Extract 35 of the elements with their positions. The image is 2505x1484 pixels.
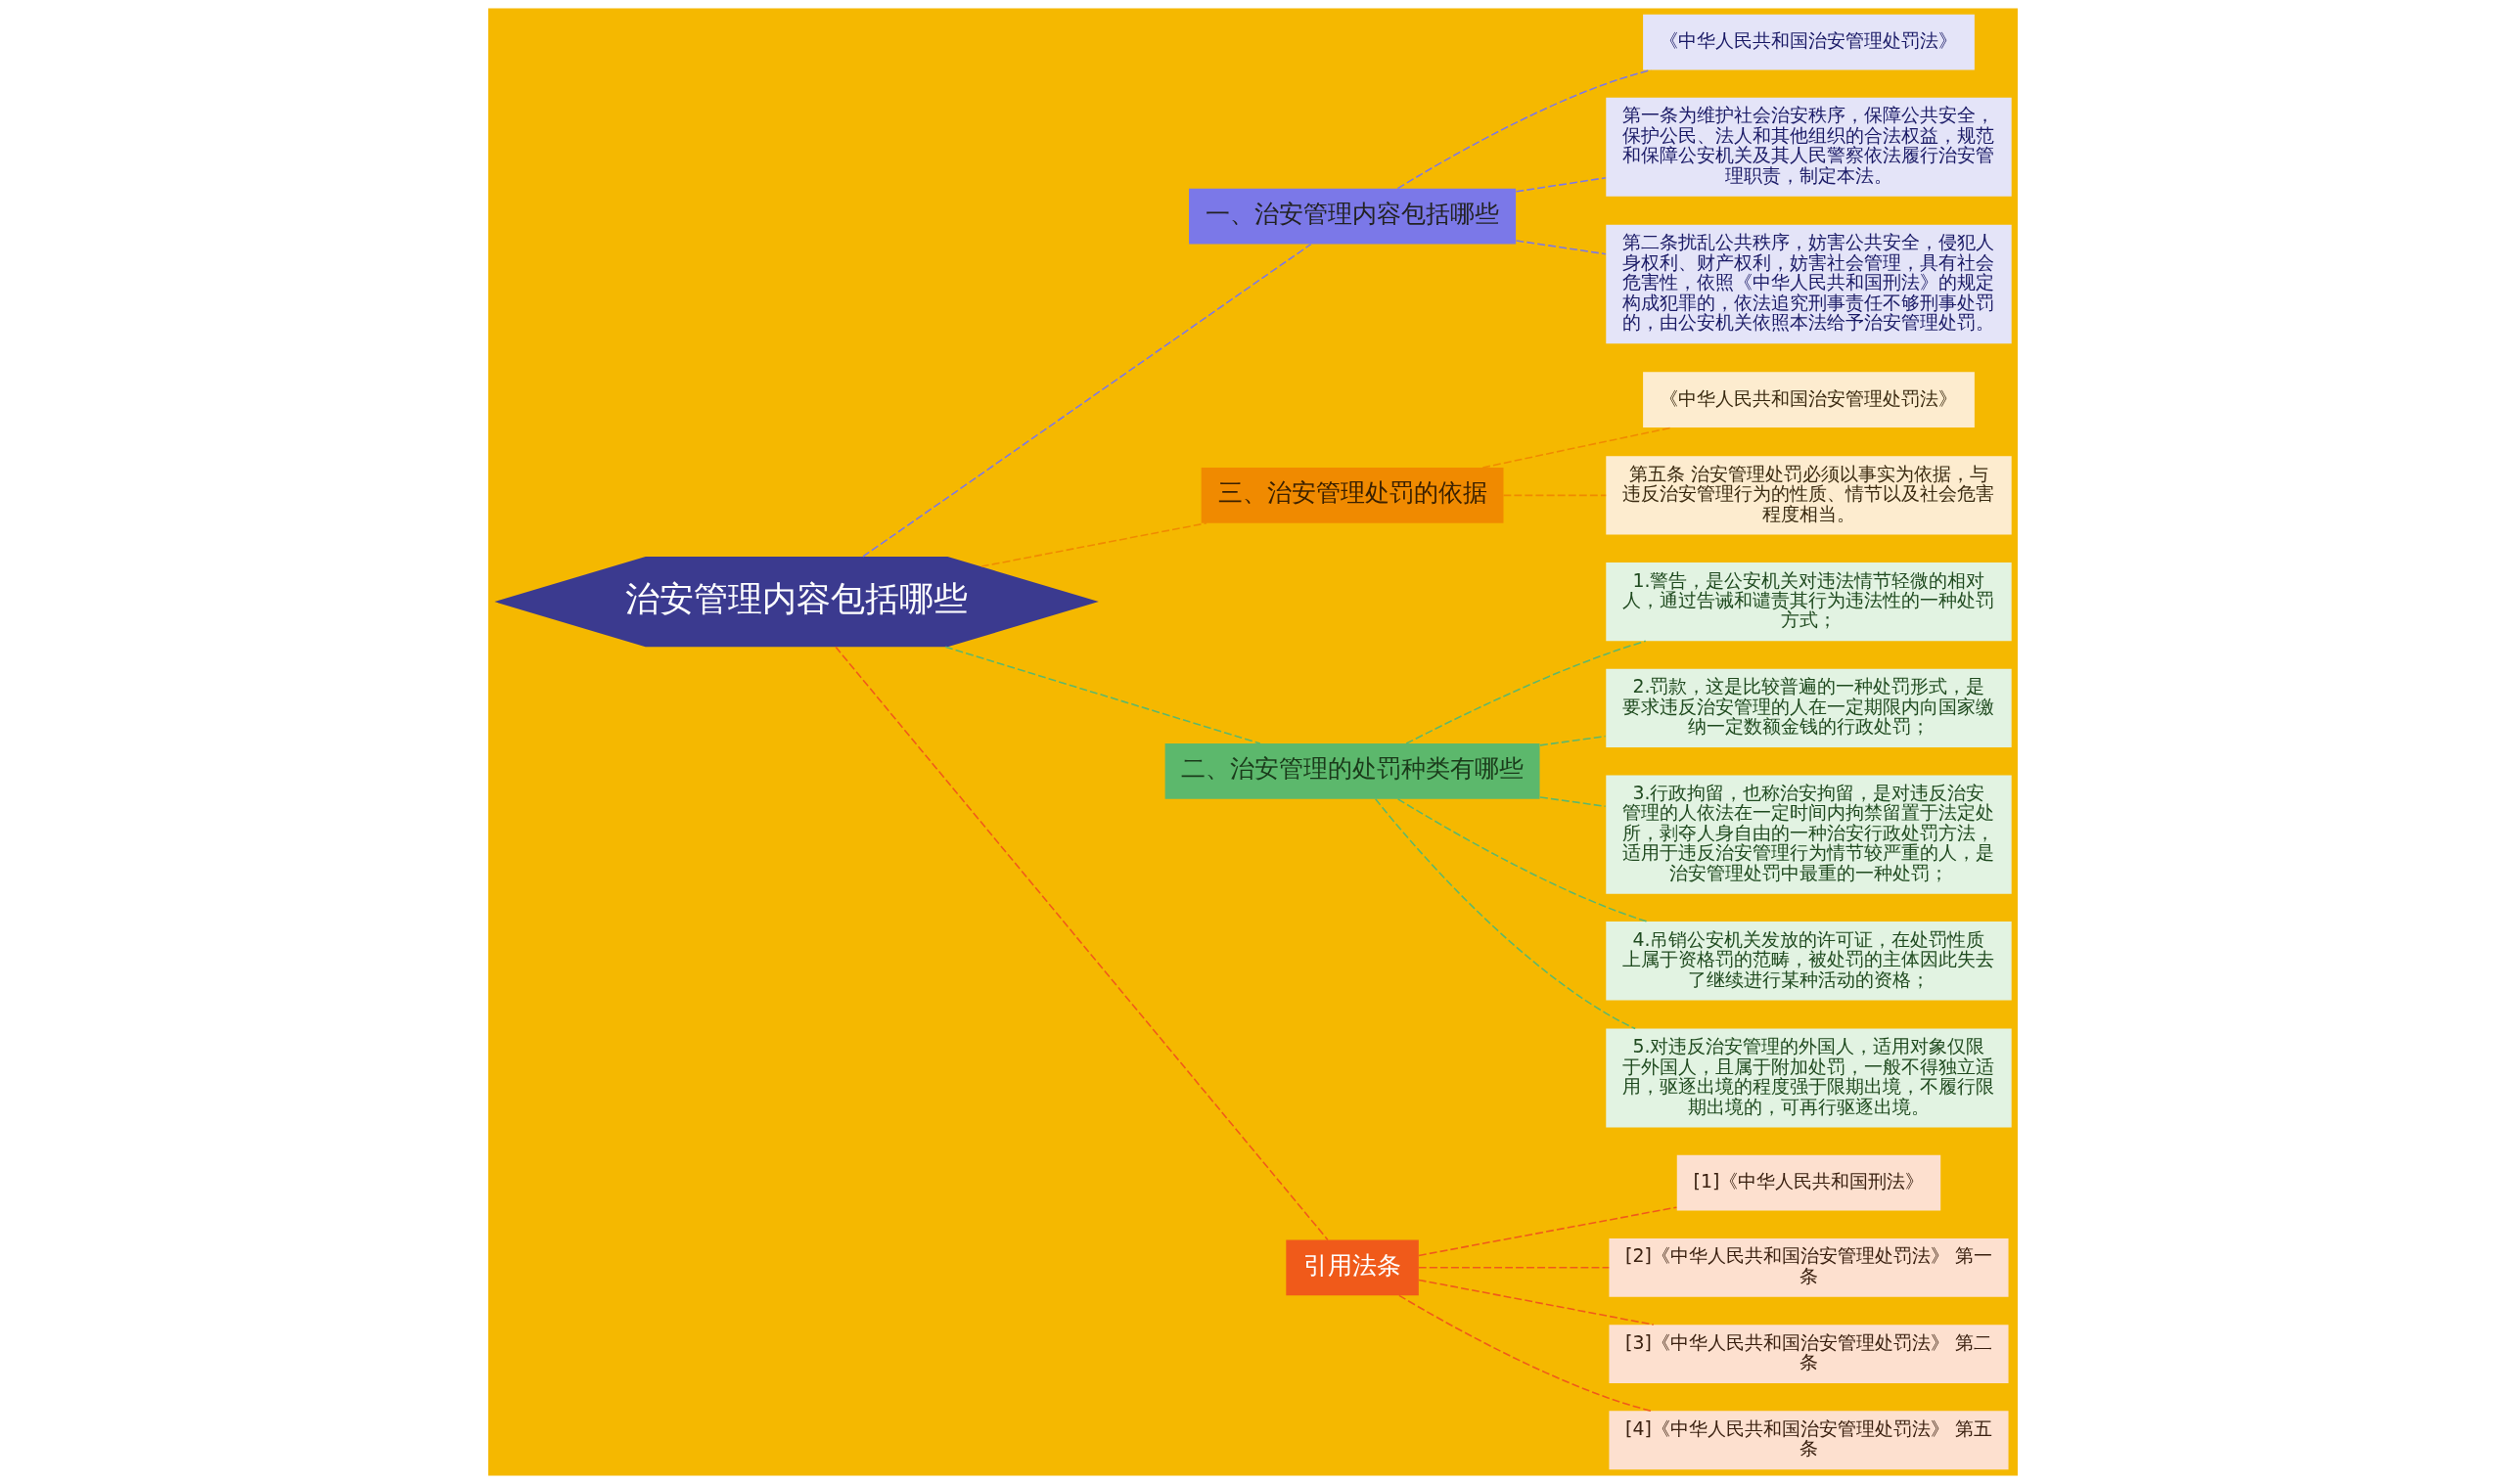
connector — [1417, 1206, 1677, 1257]
node-box: 二、治安管理的处罚种类有哪些 — [1164, 743, 1539, 799]
connector — [1538, 735, 1606, 746]
connector — [1417, 1267, 1610, 1269]
connector — [861, 243, 1312, 558]
connector — [1396, 798, 1648, 922]
connector — [944, 646, 1261, 744]
connector — [834, 646, 1329, 1241]
node-box: 一、治安管理内容包括哪些 — [1188, 188, 1516, 245]
connector — [1515, 177, 1607, 193]
node-box: 第五条 治安管理处罚必须以事实为依据，与违反治安管理行为的性质、情节以及社会危害程度相当。 — [1605, 456, 2012, 535]
node-box: 2.罚款，这是比较普遍的一种处罚形式，是要求违反治安管理的人在一定期限内向国家缴纳一定数额金钱的行政处罚； — [1605, 668, 2012, 747]
connector — [1538, 796, 1606, 808]
connector — [1404, 640, 1646, 744]
connector — [1481, 427, 1672, 469]
connector — [1397, 1294, 1652, 1413]
node-box: 引用法条 — [1285, 1239, 1419, 1296]
node-box: [1]《中华人民共和国刑法》 — [1676, 1154, 1940, 1211]
node-box: 第二条扰乱公共秩序，妨害公共安全，侵犯人身权利、财产权利，妨害社会管理，具有社会危害性，依照《中华人民共和国刑法》的规定构成犯罪的，依法追究刑事责任不够刑事处罚的，由公安机关依照本法给予治安管理处罚。 — [1605, 224, 2012, 344]
node-box: 5.对违反治安管理的外国人，适用对象仅限于外国人，且属于附加处罚，一般不得独立适用，驱逐出境的程度强于限期出境，不履行限期出境的，可再行驱逐出境。 — [1605, 1028, 2012, 1128]
node-box: [4]《中华人民共和国治安管理处罚法》 第五条 — [1608, 1411, 2009, 1470]
connector — [1374, 798, 1636, 1030]
node-box: 《中华人民共和国治安管理处罚法》 — [1642, 14, 1975, 70]
node-box: 三、治安管理处罚的依据 — [1201, 468, 1503, 523]
node-box: 3.行政拘留，也称治安拘留，是对违反治安管理的人依法在一定时间内拘禁留置于法定处所，剥夺人身自由的一种治安行政处罚方法，适用于违反治安管理行为情节较严重的人，是治安管理处罚中最重的一种处罚； — [1605, 775, 2012, 894]
node-box: 第一条为维护社会治安秩序，保障公共安全，保护公民、法人和其他组织的合法权益，规范和保障公安机关及其人民警察依法履行治安管理职责，制定本法。 — [1605, 97, 2012, 197]
node-box: 《中华人民共和国治安管理处罚法》 — [1642, 372, 1975, 428]
node-box: [3]《中华人民共和国治安管理处罚法》 第二条 — [1608, 1325, 2009, 1383]
connector — [1502, 494, 1607, 497]
node-box: 1.警告，是公安机关对违法情节轻微的相对人，通过告诫和谴责其行为违法性的一种处罚方式； — [1605, 562, 2012, 642]
connector — [1417, 1279, 1654, 1326]
connector — [1515, 240, 1607, 255]
node-box: [2]《中华人民共和国治安管理处罚法》 第一条 — [1608, 1237, 2009, 1297]
connector — [979, 522, 1207, 567]
node-box: 4.吊销公安机关发放的许可证，在处罚性质上属于资格罚的范畴，被处罚的主体因此失去了继续进行某种活动的资格； — [1605, 922, 2012, 1001]
